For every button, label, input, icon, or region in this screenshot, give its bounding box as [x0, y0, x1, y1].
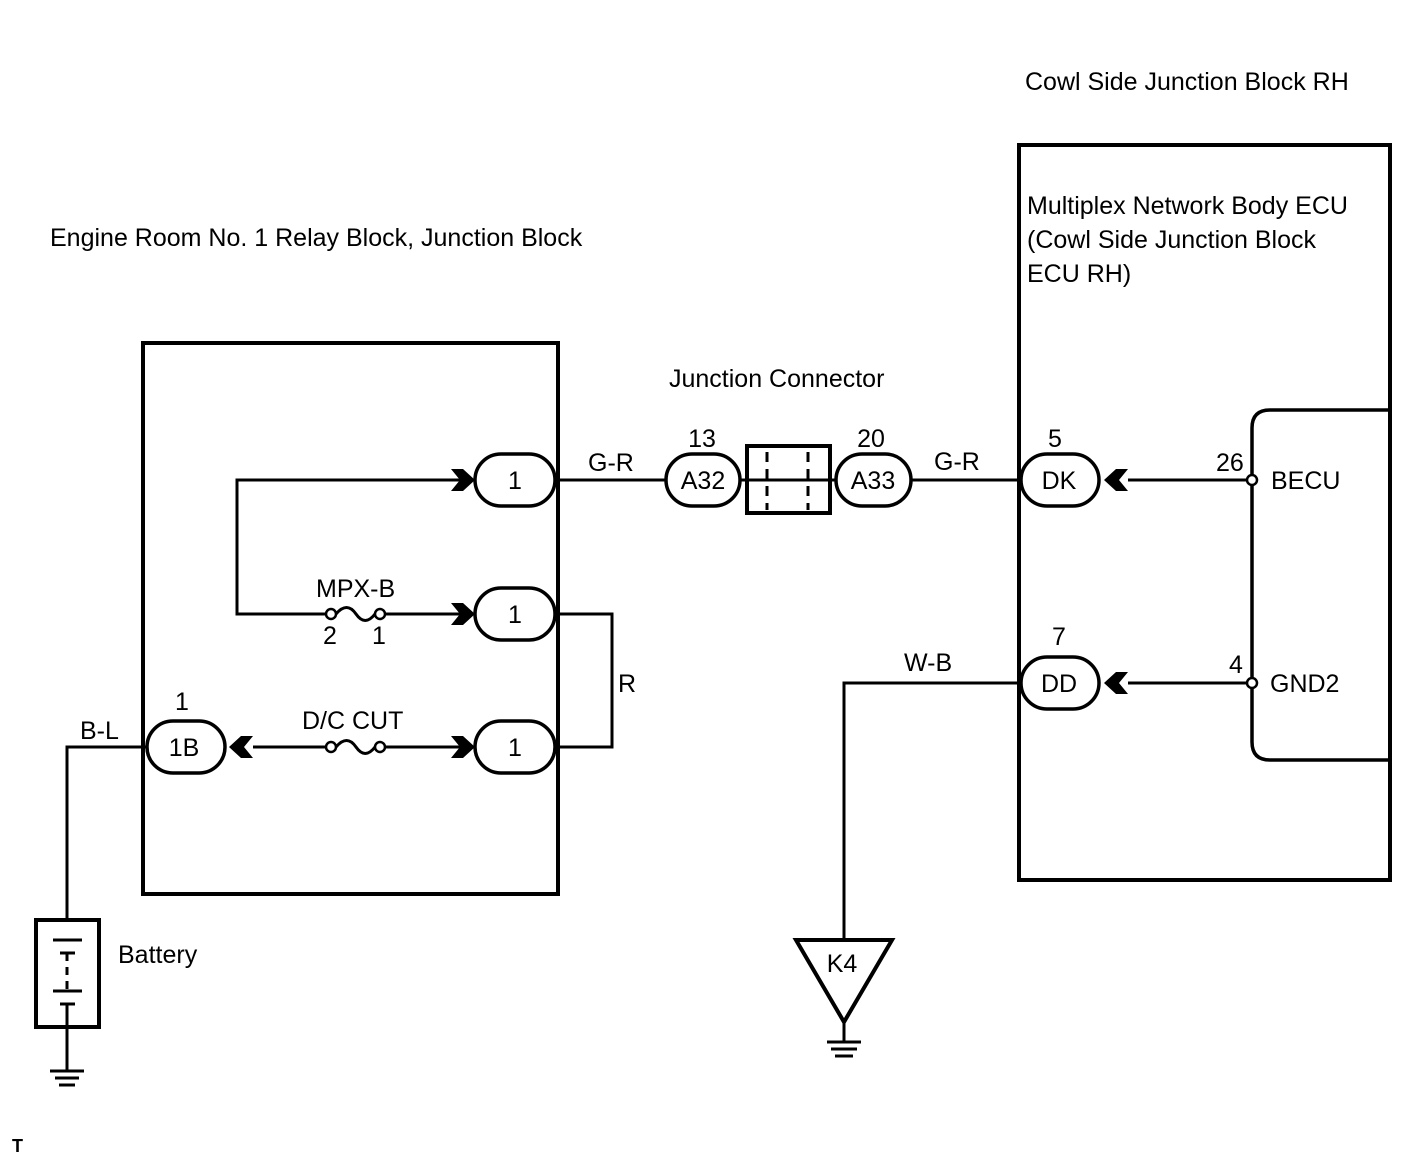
fuse-mpx-b-pin-2: 2 — [323, 622, 337, 650]
connector-dk — [1019, 452, 1101, 508]
connector-a32 — [664, 452, 742, 508]
ecu-inner-box — [1250, 408, 1388, 762]
ground-point-k4-label: K4 — [827, 950, 858, 978]
connector-a33-label: A33 — [851, 467, 895, 495]
connector-a33 — [834, 452, 913, 508]
fuse-dc-cut-label: D/C CUT — [302, 707, 403, 735]
wire-b-l: B-L — [80, 717, 119, 745]
connector-1b-label: 1B — [169, 734, 200, 762]
cowl-block-title: Cowl Side Junction Block RH — [1025, 68, 1349, 96]
battery-label: Battery — [118, 941, 198, 969]
engine-block-title: Engine Room No. 1 Relay Block, Junction … — [50, 224, 583, 252]
relay-connector-bot-label: 1 — [508, 734, 522, 762]
connector-dk-pin: 5 — [1048, 425, 1062, 453]
terminal-gnd2-pin: 4 — [1229, 651, 1243, 679]
connector-dd-label: DD — [1041, 670, 1077, 698]
connector-1b — [145, 719, 227, 775]
wire-w-b: W-B — [904, 649, 952, 677]
connector-1b-pin: 1 — [175, 688, 189, 716]
terminal-gnd2-dot — [1245, 676, 1259, 690]
connector-dd-pin: 7 — [1052, 623, 1066, 651]
relay-connector-top-label: 1 — [508, 467, 522, 495]
connector-dk-label: DK — [1042, 467, 1077, 495]
fuse-dc-cut — [324, 739, 387, 755]
wire-g-r-left: G-R — [588, 449, 634, 477]
ecu-name-line3: ECU RH) — [1027, 260, 1131, 288]
terminal-becu-label: BECU — [1271, 467, 1340, 495]
wire-r: R — [618, 670, 636, 698]
connector-a33-pin: 20 — [857, 425, 885, 453]
engine-room-relay-block — [141, 341, 560, 896]
battery-ground-icon — [50, 1069, 84, 1087]
wires — [65, 478, 1252, 1070]
fuse-mpx-b-label: MPX-B — [316, 575, 395, 603]
ground-point-k4-triangle — [792, 938, 896, 1026]
ecu-name-line2: (Cowl Side Junction Block — [1027, 226, 1317, 254]
connector-a32-pin: 13 — [688, 425, 716, 453]
battery-icon — [53, 938, 82, 1027]
fuse-mpx-b — [324, 606, 387, 622]
terminal-becu-dot — [1245, 473, 1259, 487]
terminal-gnd2-label: GND2 — [1270, 670, 1339, 698]
corner-mark: T — [12, 1136, 23, 1156]
wire-g-r-right: G-R — [934, 448, 980, 476]
connector-dd — [1019, 655, 1101, 711]
terminal-arrows — [229, 469, 1128, 758]
cowl-junction-block-box — [1017, 143, 1392, 882]
fuse-mpx-b-pin-1: 1 — [372, 622, 386, 650]
terminal-becu-pin: 26 — [1216, 449, 1244, 477]
junction-connector-label: Junction Connector — [669, 365, 884, 393]
relay-connector-mid-label: 1 — [508, 601, 522, 629]
k4-ground-icon — [827, 1040, 861, 1058]
connector-a32-label: A32 — [681, 467, 725, 495]
ecu-name-line1: Multiplex Network Body ECU — [1027, 192, 1348, 220]
